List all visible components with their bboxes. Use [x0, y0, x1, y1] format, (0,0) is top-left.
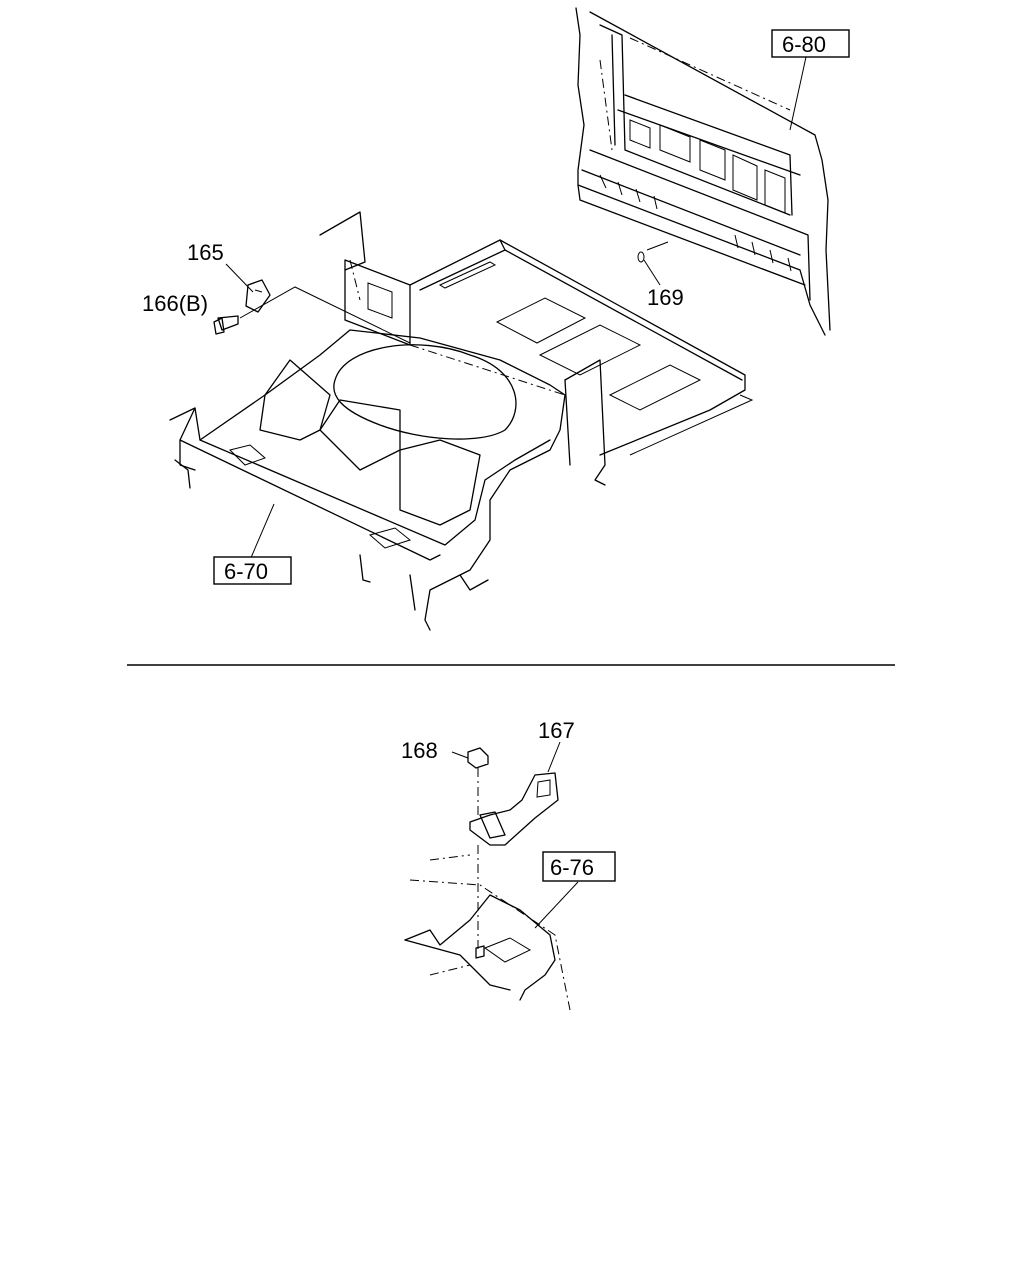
part-label-166[interactable]: 166(B): [142, 291, 208, 316]
ref-label-6-70: 6-70: [224, 559, 268, 584]
part-label-168[interactable]: 168: [401, 738, 438, 763]
ref-label-6-76: 6-76: [550, 855, 594, 880]
bolt-166-drawing: [213, 315, 239, 335]
floor-detail-drawing: [404, 854, 571, 1011]
part-label-169[interactable]: 169: [647, 285, 684, 310]
ref-label-6-80: 6-80: [782, 32, 826, 57]
bracket-165-drawing: [245, 279, 271, 313]
rear-panel-drawing: [575, 7, 831, 336]
part-label-167[interactable]: 167: [538, 718, 575, 743]
bracket-167-drawing: [469, 772, 559, 846]
ref-box-6-70[interactable]: 6-70: [213, 556, 292, 585]
ref-box-6-76[interactable]: 6-76: [542, 851, 616, 882]
floor-drawing: [169, 211, 754, 631]
nut-168-drawing: [467, 747, 489, 769]
ref-box-6-80[interactable]: 6-80: [771, 29, 850, 58]
part-label-165[interactable]: 165: [187, 240, 224, 265]
